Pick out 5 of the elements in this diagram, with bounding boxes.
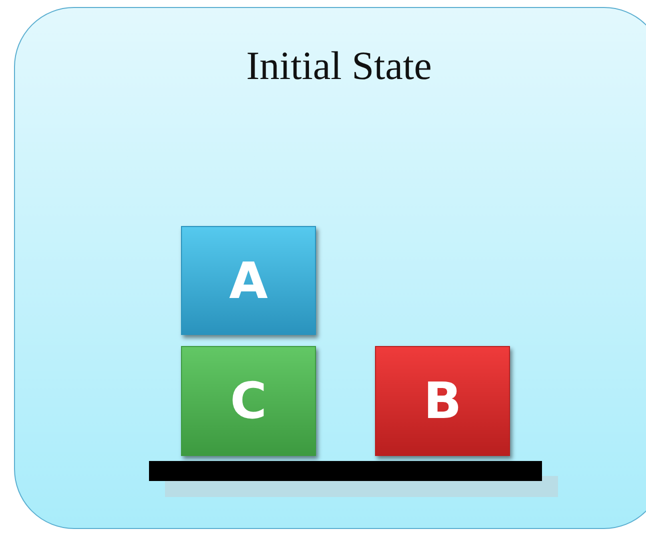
block: C xyxy=(181,346,316,456)
state-panel xyxy=(14,7,646,529)
block: B xyxy=(375,346,510,456)
panel-title: Initial State xyxy=(245,42,433,89)
block: A xyxy=(181,226,316,335)
